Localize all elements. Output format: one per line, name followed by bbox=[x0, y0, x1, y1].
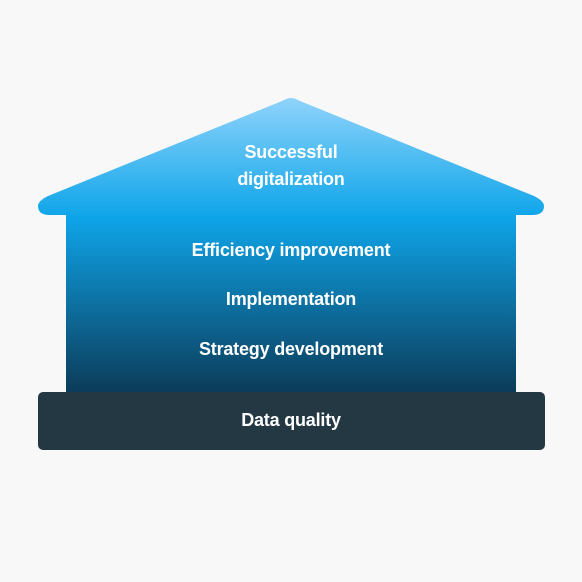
foundation-label: Data quality bbox=[241, 410, 341, 430]
foundation-block bbox=[38, 392, 545, 450]
house-walls bbox=[66, 210, 516, 395]
roof-label-line-1: Successful bbox=[244, 142, 338, 162]
floor-label-strategy: Strategy development bbox=[198, 339, 384, 359]
roof-label: Successful digitalization bbox=[0, 139, 582, 193]
floor-label-efficiency: Efficiency improvement bbox=[191, 240, 391, 260]
roof-label-line-2: digitalization bbox=[237, 169, 345, 189]
roof bbox=[38, 98, 544, 215]
floor-label-implementation: Implementation bbox=[225, 289, 357, 309]
